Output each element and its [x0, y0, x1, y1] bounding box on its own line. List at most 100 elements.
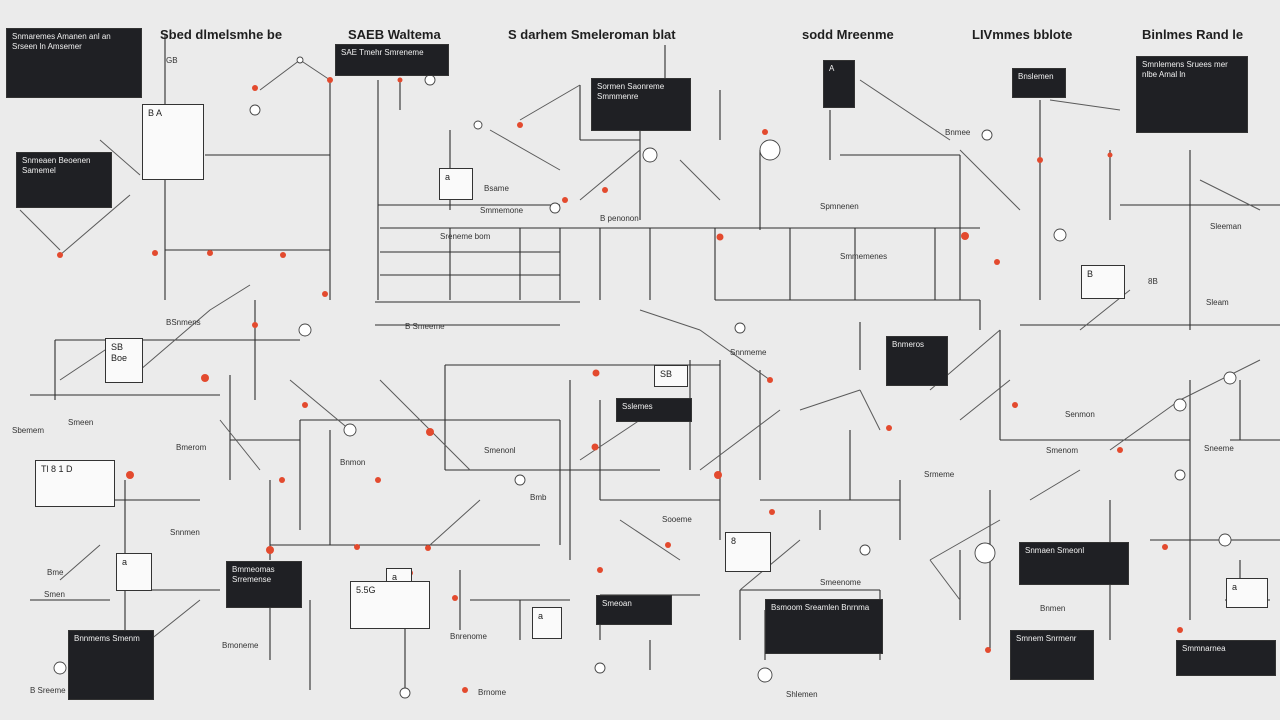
junction-dot	[642, 147, 658, 163]
flow-node[interactable]: Smeoan	[596, 595, 672, 625]
flow-node[interactable]: Snmaremes Amanen anl an Srseen ln Amseme…	[6, 28, 142, 98]
port-dot	[452, 595, 458, 601]
flow-node[interactable]: B A	[142, 104, 204, 180]
connector	[959, 539, 1280, 650]
edge-label: Bmerom	[176, 443, 207, 452]
column-header: Binlmes Rand le	[1142, 27, 1244, 42]
edge-label: Sbemem	[12, 426, 45, 435]
edge-label: Smeenome	[820, 578, 861, 587]
port-dot	[201, 374, 209, 382]
flow-node[interactable]: SB	[654, 365, 688, 387]
junction-dot	[296, 56, 304, 64]
flow-node[interactable]: Snmeaen Beoenen Samemel	[16, 152, 112, 208]
edge-label: B Smeeme	[405, 322, 445, 331]
junction-dot	[859, 544, 871, 556]
connector	[579, 79, 1261, 331]
edge-label: Sleeman	[1210, 222, 1242, 231]
port-dot	[280, 252, 286, 258]
column-header: LIVmmes bblote	[972, 27, 1073, 42]
connector	[715, 228, 981, 370]
flow-node[interactable]: B	[1081, 265, 1125, 299]
port-dot	[714, 471, 722, 479]
edge-label: Sooeme	[662, 515, 692, 524]
junction-dot	[399, 687, 411, 699]
column-header: SAEB Waltema	[348, 27, 441, 42]
port-dot	[886, 425, 892, 431]
flow-node[interactable]: Smnlemens Sruees mer nlbe Amal ln	[1136, 56, 1248, 133]
connector	[375, 227, 980, 326]
port-dot	[716, 233, 724, 241]
junction-dot	[298, 323, 312, 337]
edge-label: Bme	[47, 568, 64, 577]
junction-dot	[734, 322, 746, 334]
port-dot	[994, 259, 1000, 265]
junction-dot	[473, 120, 483, 130]
flow-node[interactable]: Bnnmems Smenm	[68, 630, 154, 700]
edge-label: Bnmee	[945, 128, 971, 137]
flow-node[interactable]: SB Boe	[105, 338, 143, 383]
junction-dot	[249, 104, 261, 116]
edge-label: Smenonl	[484, 446, 516, 455]
flow-node[interactable]: Smmnarnea	[1176, 640, 1276, 676]
connector	[59, 419, 801, 641]
column-header: sodd Mreenme	[802, 27, 894, 42]
junction-dot	[1174, 469, 1186, 481]
junction-dot	[759, 139, 781, 161]
edge-label: Sleam	[1206, 298, 1229, 307]
flow-node[interactable]: a	[532, 607, 562, 639]
flow-node[interactable]: Snmaen Smeonl	[1019, 542, 1129, 585]
port-dot	[1012, 402, 1018, 408]
junction-dot	[981, 129, 993, 141]
port-dot	[327, 77, 333, 83]
flow-node[interactable]: a	[1226, 578, 1268, 608]
junction-dot	[974, 542, 996, 564]
port-dot	[961, 232, 969, 240]
edge-label: BSnmens	[166, 318, 201, 327]
edge-label: Shlemen	[786, 690, 818, 699]
edge-label: Bnmen	[1040, 604, 1066, 613]
port-dot	[57, 252, 63, 258]
flow-node[interactable]: Bnmeros	[886, 336, 948, 386]
junction-dot	[343, 423, 357, 437]
connector	[759, 370, 901, 540]
connector	[269, 570, 570, 690]
junction-dot	[1223, 371, 1237, 385]
flow-node[interactable]: 8	[725, 532, 771, 572]
flow-node[interactable]: a	[386, 568, 412, 582]
port-dot	[767, 377, 773, 383]
port-dot	[375, 477, 381, 483]
edge-label: Bsame	[484, 184, 509, 193]
port-dot	[126, 471, 134, 479]
junction-dot	[594, 662, 606, 674]
port-dot	[354, 544, 360, 550]
flow-node[interactable]: Tl 8 1 D	[35, 460, 115, 507]
edge-label: B Sreeme	[30, 686, 66, 695]
edge-label: Bnmon	[340, 458, 366, 467]
flow-node[interactable]: Sormen Saonreme Smmmenre	[591, 78, 691, 131]
junction-dot	[1173, 398, 1187, 412]
junction-dot	[53, 661, 67, 675]
flow-node[interactable]: a	[116, 553, 152, 591]
edge-label: Sneeme	[1204, 444, 1234, 453]
connector	[639, 309, 1001, 471]
edge-label: Brnome	[478, 688, 507, 697]
port-dot	[665, 542, 671, 548]
flow-node[interactable]: A	[823, 60, 855, 108]
flow-node[interactable]: 5.5G	[350, 581, 430, 629]
flow-node[interactable]: Bsmoom Sreamlen Bnrnma	[765, 599, 883, 654]
flow-node[interactable]: SAE Tmehr Smreneme	[335, 44, 449, 76]
junction-dot	[424, 74, 436, 86]
flow-node[interactable]: Smnem Snrmenr	[1010, 630, 1094, 680]
connector	[1225, 380, 1280, 601]
edge-label: Smmemenes	[840, 252, 888, 261]
flow-node[interactable]: a	[439, 168, 473, 200]
flow-node[interactable]: Bnslemen	[1012, 68, 1066, 98]
edge-label: Srmeme	[924, 470, 955, 479]
flow-node[interactable]: Sslemes	[616, 398, 692, 422]
junction-dot	[549, 202, 561, 214]
port-dot	[207, 250, 213, 256]
port-dot	[517, 122, 523, 128]
edge-label: Smmemone	[480, 206, 524, 215]
flow-node[interactable]: Bmmeomas Srremense	[226, 561, 302, 608]
